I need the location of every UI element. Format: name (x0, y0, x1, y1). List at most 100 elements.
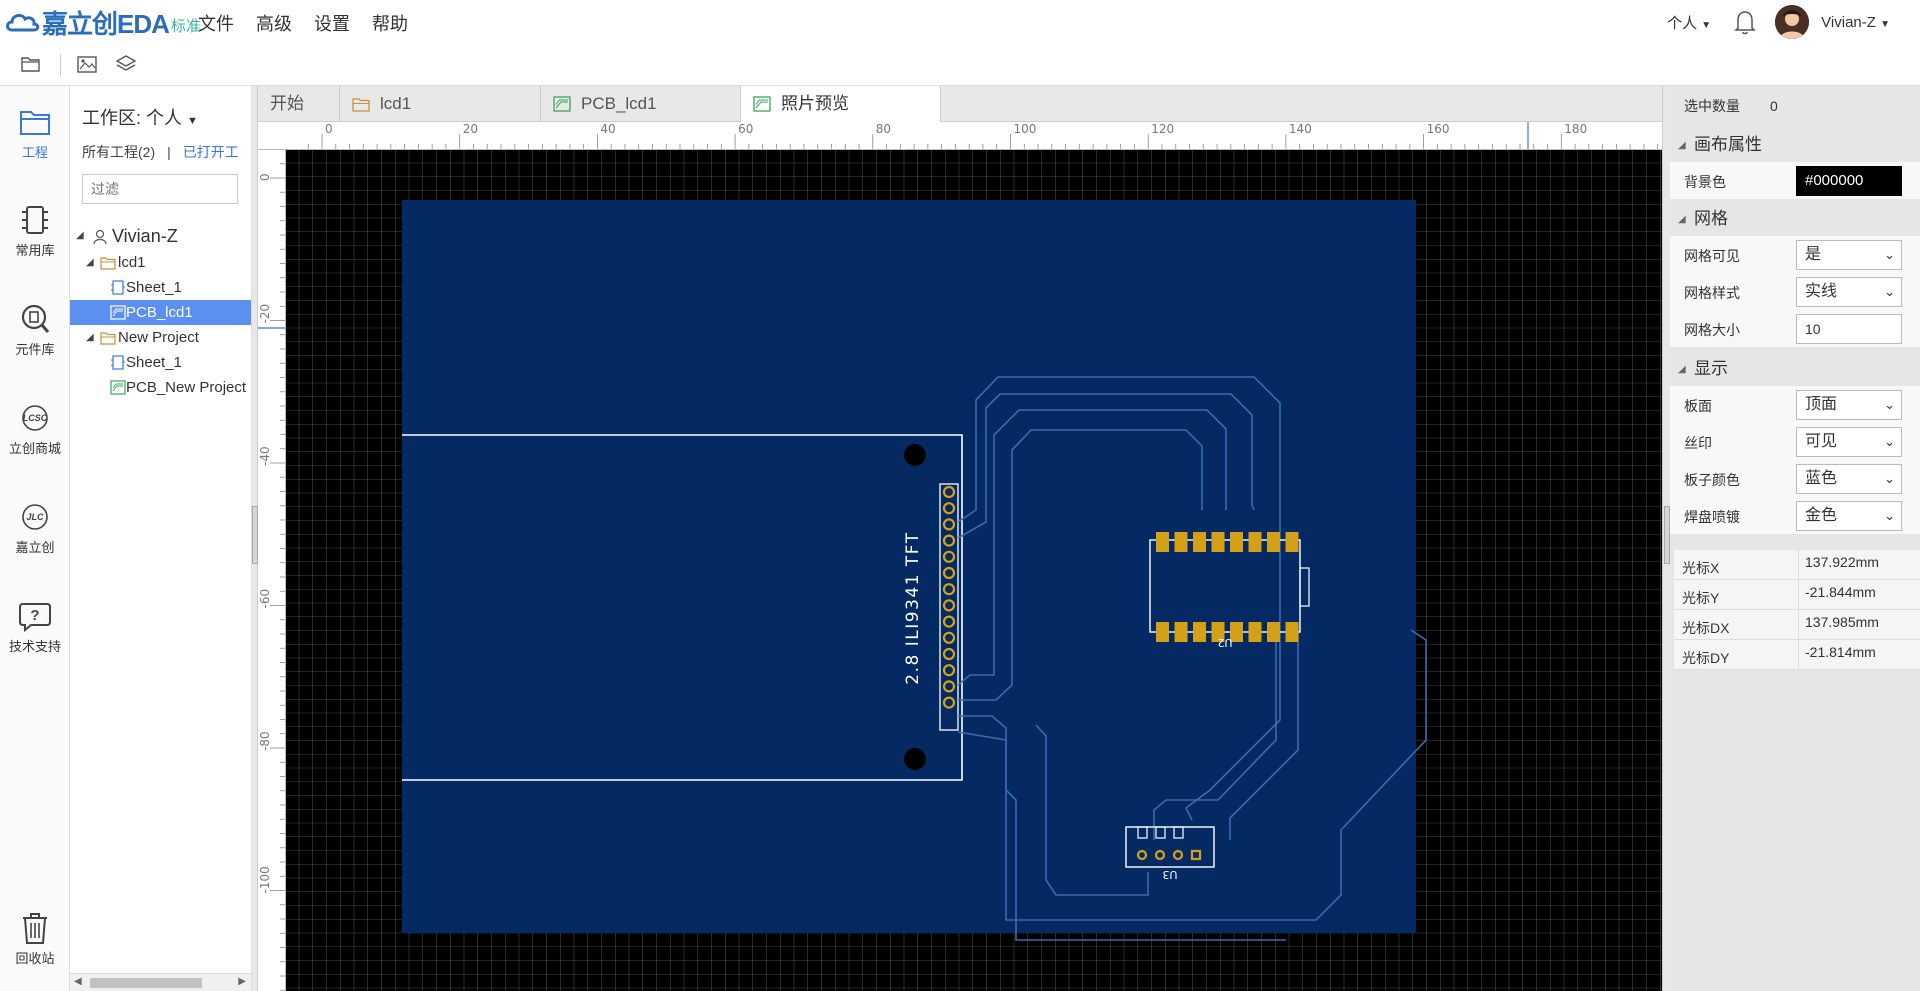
bg-color-label: 背景色 (1684, 174, 1726, 190)
ruler-label: 140 (1289, 122, 1312, 136)
tree-item-sheet[interactable]: Sheet_1 (70, 275, 251, 300)
tab-start[interactable]: 开始 (258, 86, 340, 122)
silk-select[interactable]: 可见⌄ (1796, 427, 1902, 457)
collapse-triangle-icon: ◢ (1678, 140, 1686, 151)
tree-item-project-new[interactable]: ◢ New Project (70, 325, 251, 350)
document-tabs: 开始 lcd1 PCB_lcd1 照片预览 (258, 86, 1662, 122)
menu-file[interactable]: 文件 (198, 14, 234, 34)
tree-label: PCB_New Project (126, 379, 247, 396)
row-grid-size: 网格大小 10 (1670, 310, 1920, 347)
board-color-select[interactable]: 蓝色⌄ (1796, 464, 1902, 494)
leftbar-tech-support[interactable]: ? 技术支持 (0, 598, 70, 655)
u3-component[interactable]: U3 (1125, 826, 1215, 881)
section-display[interactable]: ◢显示 (1670, 352, 1920, 386)
tab-lcd1[interactable]: lcd1 (340, 86, 541, 122)
u2-label: U2 (1217, 636, 1232, 649)
section-title: 画布属性 (1694, 135, 1762, 154)
collapse-handle[interactable] (252, 506, 258, 564)
tree-item-sheet[interactable]: Sheet_1 (70, 350, 251, 375)
layers-icon[interactable] (115, 54, 137, 74)
logo[interactable]: 嘉立创EDA 标准 (4, 8, 201, 39)
collapse-handle[interactable] (1664, 506, 1670, 564)
u2-pad (1156, 532, 1169, 552)
leftbar-lcsc-mall[interactable]: LCSC 立创商城 (0, 400, 70, 457)
u2-pad (1267, 622, 1280, 642)
pcb-canvas[interactable]: 2.8 ILI9341 TFT U2 (286, 150, 1662, 991)
u3-pad (1136, 849, 1148, 861)
tab-label: 照片预览 (781, 94, 849, 113)
all-projects-link[interactable]: 所有工程(2) (82, 144, 156, 160)
tab-photo-preview[interactable]: 照片预览 (741, 86, 941, 122)
user-dropdown[interactable]: Vivian-Z ▼ (1821, 14, 1890, 31)
tree-label: Vivian-Z (112, 226, 178, 246)
workspace-selector[interactable]: 工作区: 个人 ▼ (82, 104, 198, 130)
grid-visible-select[interactable]: 是⌄ (1796, 240, 1902, 270)
menu-advanced[interactable]: 高级 (256, 14, 292, 34)
scroll-right-icon[interactable]: ▶ (238, 976, 246, 987)
horizontal-scrollbar[interactable]: ◀ ▶ (70, 973, 251, 991)
caret-down-icon: ▼ (1701, 19, 1712, 31)
scroll-left-icon[interactable]: ◀ (74, 976, 82, 987)
u2-pad (1211, 622, 1225, 642)
u2-component[interactable]: U2 (1149, 532, 1310, 649)
scrollbar-thumb[interactable] (90, 978, 202, 988)
schematic-icon (111, 280, 125, 295)
cloud-logo-icon (6, 13, 40, 32)
u2-tab (1299, 567, 1310, 607)
leftbar-component-lib[interactable]: 元件库 (0, 301, 70, 358)
tab-pcb-lcd1[interactable]: PCB_lcd1 (541, 86, 741, 122)
left-splitter[interactable] (252, 86, 258, 991)
personal-dropdown[interactable]: 个人 ▼ (1667, 12, 1711, 33)
u3-pads (1136, 826, 1202, 861)
plating-select[interactable]: 金色⌄ (1796, 501, 1902, 531)
pcb-icon (110, 380, 126, 395)
leftbar-component-lib-label: 元件库 (15, 342, 55, 357)
grid-style-select[interactable]: 实线⌄ (1796, 277, 1902, 307)
tree-item-pcb-selected[interactable]: PCB_lcd1 (70, 300, 251, 325)
avatar-icon (1775, 5, 1810, 39)
ruler-label: 100 (1014, 122, 1037, 136)
menu-settings[interactable]: 设置 (314, 14, 350, 34)
toolbar (0, 44, 1920, 86)
cursor-x-label: 光标X (1682, 560, 1720, 576)
section-title: 网格 (1694, 209, 1728, 228)
selected-count-value: 0 (1770, 98, 1778, 114)
plating-value: 金色 (1805, 507, 1838, 524)
leftbar-common-lib[interactable]: 常用库 (0, 202, 70, 259)
opened-projects-link[interactable]: 已打开工 (182, 144, 239, 160)
leftbar-project[interactable]: 工程 (0, 104, 70, 161)
svg-text:?: ? (30, 607, 39, 624)
expanded-triangle-icon: ◢ (76, 230, 84, 241)
bg-color-input[interactable]: #000000 (1796, 166, 1902, 196)
pcb-drawing[interactable]: 2.8 ILI9341 TFT U2 (286, 150, 1662, 991)
selected-count-label: 选中数量 (1684, 98, 1740, 114)
board-side-select[interactable]: 顶面⌄ (1796, 390, 1902, 420)
right-splitter[interactable] (1662, 86, 1670, 991)
tree-item-user[interactable]: ◢ Vivian-Z (70, 222, 251, 250)
filter-input[interactable] (82, 174, 238, 204)
cursor-dy-label: 光标DY (1682, 650, 1730, 666)
traces (957, 376, 1427, 941)
section-grid[interactable]: ◢网格 (1670, 202, 1920, 236)
section-canvas[interactable]: ◢ 画布属性 (1670, 128, 1920, 162)
collapse-triangle-icon: ◢ (1678, 364, 1686, 375)
leftbar-recycle-bin[interactable]: 回收站 (0, 910, 70, 967)
open-folder-icon[interactable] (20, 54, 42, 74)
avatar[interactable] (1775, 5, 1810, 39)
leftbar-jlc[interactable]: JLC 嘉立创 (0, 499, 70, 556)
pcb-board[interactable] (402, 200, 1416, 933)
ruler-label: -100 (258, 866, 272, 893)
ruler-label: -20 (258, 304, 272, 324)
link-separator: | (167, 144, 171, 160)
header-pad (942, 485, 956, 499)
photo-preview-icon[interactable] (76, 54, 98, 74)
bell-icon[interactable] (1733, 9, 1757, 35)
tree-item-pcb[interactable]: PCB_New Project (70, 375, 251, 400)
menu-help[interactable]: 帮助 (372, 14, 408, 34)
tree-item-project-lcd1[interactable]: ◢ lcd1 (70, 250, 251, 275)
grid-size-input[interactable]: 10 (1796, 314, 1902, 344)
bg-color-value: #000000 (1805, 172, 1864, 189)
